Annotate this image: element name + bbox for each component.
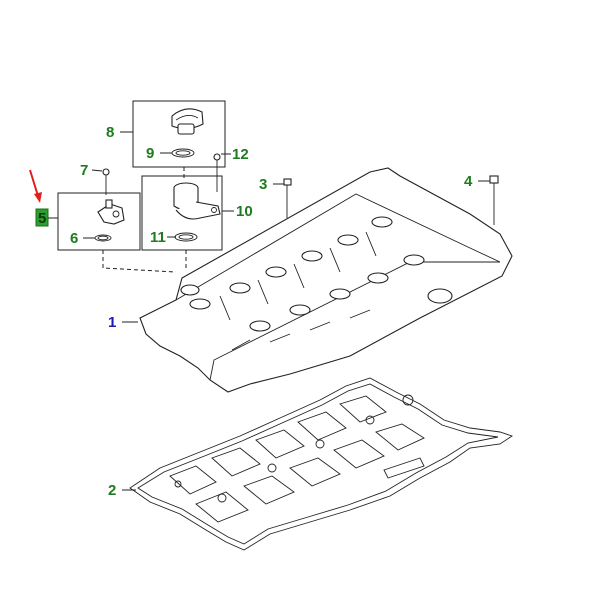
callout-3[interactable]: 3 <box>259 176 267 193</box>
bolt-7-part <box>102 168 110 195</box>
callout-5[interactable]: 5 <box>35 208 49 227</box>
bolt-12-part <box>213 153 221 192</box>
callout-5-label: 5 <box>38 210 46 227</box>
callout-10[interactable]: 10 <box>236 203 253 220</box>
callout-4[interactable]: 4 <box>464 173 473 190</box>
group-box-5 <box>57 192 141 251</box>
callout-6[interactable]: 6 <box>70 230 78 247</box>
leader-7 <box>91 169 103 172</box>
o-ring-6-part <box>94 234 112 242</box>
camshaft-cover-part <box>139 167 513 393</box>
bolt-3-part <box>283 178 292 218</box>
o-ring-11-part <box>174 232 198 242</box>
callout-12[interactable]: 12 <box>232 146 249 163</box>
group-box-8 <box>132 100 226 168</box>
pointer-arrow-icon <box>29 169 42 203</box>
o-ring-9-part <box>171 148 195 158</box>
callout-11[interactable]: 11 <box>150 229 166 246</box>
callout-2[interactable]: 2 <box>108 482 116 499</box>
oil-filler-cap-part <box>171 108 204 135</box>
oil-separator-part <box>173 182 221 220</box>
dash-5-to-cover <box>102 250 177 273</box>
callout-7[interactable]: 7 <box>80 162 88 179</box>
bolt-4-part <box>489 175 499 225</box>
camshaft-sensor-part <box>97 199 125 225</box>
callout-9[interactable]: 9 <box>146 145 154 162</box>
group-box-10 <box>141 175 223 251</box>
callout-8[interactable]: 8 <box>106 124 114 141</box>
cover-gasket-part <box>129 377 514 551</box>
callout-1[interactable]: 1 <box>108 314 116 331</box>
